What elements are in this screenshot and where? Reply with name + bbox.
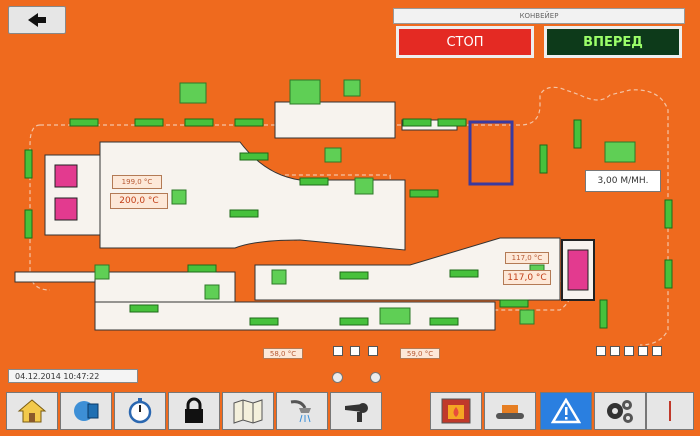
map-icon: [233, 399, 263, 424]
datetime-display: 04.12.2014 10:47:22: [8, 369, 138, 383]
conveyor-title: КОНВЕЙЕР: [393, 8, 685, 24]
stop-button[interactable]: СТОП: [396, 26, 534, 58]
lock-icon: [185, 397, 203, 423]
network-button[interactable]: [60, 392, 112, 430]
home-button[interactable]: [6, 392, 58, 430]
warning-icon: [551, 398, 581, 424]
tool-icon: [624, 346, 634, 356]
temp-right-1: 117,0 °C: [505, 252, 549, 264]
gears-icon: [607, 400, 633, 423]
hair-dryer-icon: [345, 403, 368, 422]
speed-readout: 3,00 М/МН.: [585, 170, 661, 192]
temp-bottom-2: 59,0 °C: [400, 348, 440, 359]
shower-icon: [290, 400, 311, 423]
sensor-icon: [368, 346, 378, 356]
status-light: [332, 372, 343, 383]
info-button[interactable]: [646, 392, 694, 430]
status-light: [370, 372, 381, 383]
tool-icon: [610, 346, 620, 356]
tool-icon: [652, 346, 662, 356]
tool-icon: [638, 346, 648, 356]
oven-button[interactable]: [430, 392, 482, 430]
warning-button[interactable]: [540, 392, 592, 430]
shower-button[interactable]: [276, 392, 328, 430]
info-icon: [669, 401, 671, 421]
tool-icon: [596, 346, 606, 356]
temp-right-2: 117,0 °C: [503, 270, 551, 285]
timer-button[interactable]: [114, 392, 166, 430]
arrow-left-icon: [28, 13, 46, 27]
temp-bottom-1: 58,0 °C: [263, 348, 303, 359]
sensor-icon: [350, 346, 360, 356]
lock-button[interactable]: [168, 392, 220, 430]
conveyor-button[interactable]: [484, 392, 536, 430]
sensor-icon: [333, 346, 343, 356]
forward-button[interactable]: ВПЕРЕД: [544, 26, 682, 58]
map-button[interactable]: [222, 392, 274, 430]
stopwatch-icon: [128, 398, 152, 424]
temp-upper-2: 200,0 °C: [110, 193, 168, 209]
oven-icon: [441, 398, 471, 424]
settings-button[interactable]: [594, 392, 646, 430]
temp-upper-1: 199,0 °C: [112, 175, 162, 189]
home-icon: [17, 399, 47, 423]
network-icon: [74, 401, 99, 421]
dryer-button[interactable]: [330, 392, 382, 430]
back-button[interactable]: [8, 6, 66, 34]
conveyor-icon: [496, 405, 524, 419]
